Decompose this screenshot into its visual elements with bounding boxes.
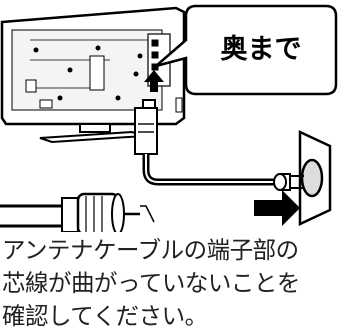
- callout-label: 奥まで: [221, 33, 302, 65]
- instruction-caption: アンテナケーブルの端子部の 芯線が曲がっていないことを 確認してください。: [2, 234, 342, 333]
- caption-line-3: 確認してください。: [2, 302, 208, 330]
- connection-illustration: 奥まで: [0, 4, 338, 232]
- caption-line-2: 芯線が曲がっていないことを: [2, 269, 300, 297]
- tv-stand: [39, 123, 145, 144]
- antenna-cable: [142, 154, 286, 186]
- callout-bubble: 奥まで: [155, 4, 338, 96]
- caption-line-1: アンテナケーブルの端子部の: [2, 236, 299, 264]
- cable-end-detail: [0, 192, 155, 232]
- arrow-right-icon: [254, 190, 300, 226]
- tv-rear-panel: [0, 6, 186, 126]
- antenna-plug: [134, 99, 158, 155]
- outlet-connector: [273, 173, 304, 191]
- wall-outlet: [298, 130, 332, 226]
- arrow-up-icon: [144, 70, 164, 92]
